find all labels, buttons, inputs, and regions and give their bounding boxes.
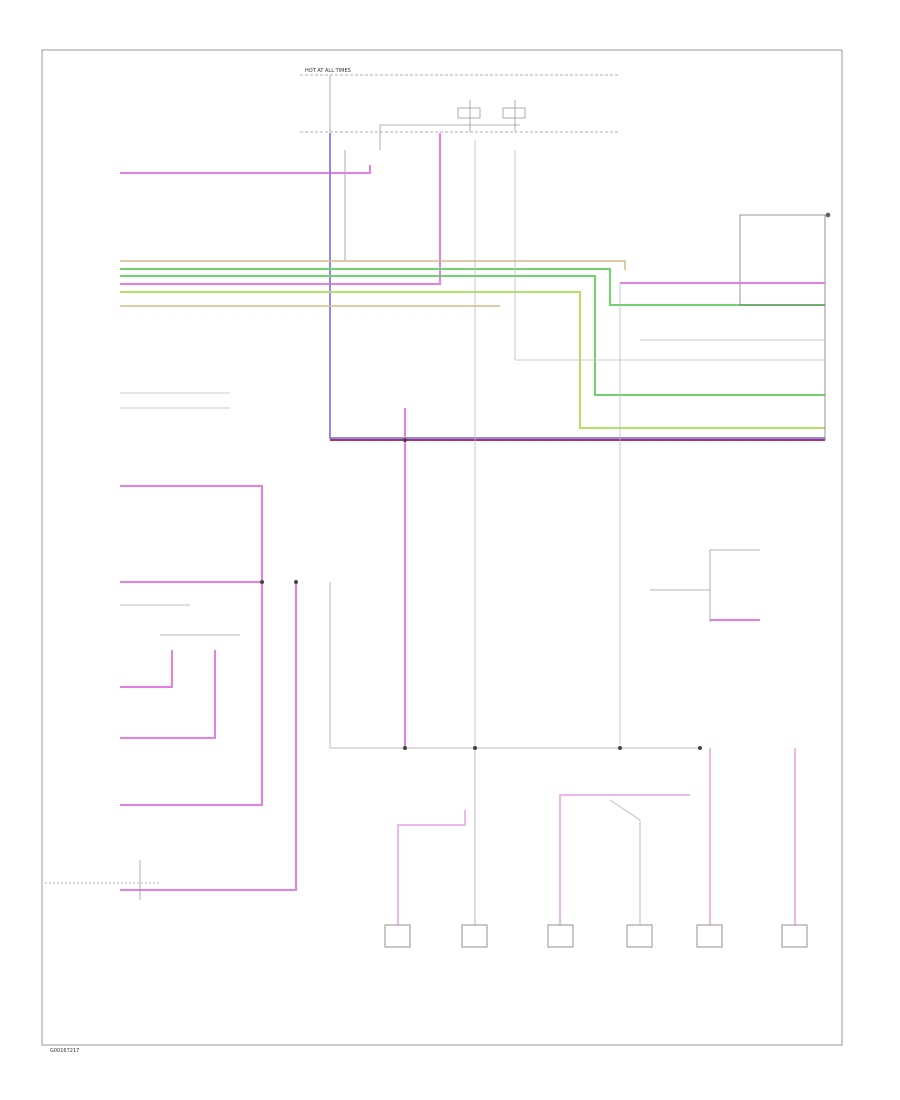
right-mid-lines [120, 140, 825, 748]
wire-pink-bottom-1 [397, 810, 466, 925]
wire-pink-440 [120, 133, 441, 285]
wire-gray-bottom-4 [609, 799, 641, 925]
wire-pink-left-a [120, 485, 263, 806]
left-connector-stubs [45, 634, 240, 900]
wire-top-pink [120, 165, 371, 174]
top-label: HOT AT ALL TIMES [305, 68, 351, 74]
wire-pink-left-c [120, 650, 216, 739]
wire-blue [329, 133, 825, 439]
bottom-components [384, 924, 808, 948]
wire-pink-left-d [120, 650, 173, 688]
page-id: G00167217 [50, 1048, 79, 1054]
wire-pink-bottom-3 [559, 794, 690, 925]
diagram-frame [41, 49, 843, 1046]
right-top-connector [739, 212, 831, 440]
wire-pink-296 [120, 582, 297, 891]
right-mid-connector [650, 549, 760, 622]
mid-bus [120, 582, 700, 749]
wire-green-2 [120, 275, 825, 396]
wire-green-1 [120, 268, 825, 306]
splice-points [260, 438, 702, 750]
top-junction-area [300, 74, 620, 260]
wire-tan-1 [120, 260, 626, 270]
